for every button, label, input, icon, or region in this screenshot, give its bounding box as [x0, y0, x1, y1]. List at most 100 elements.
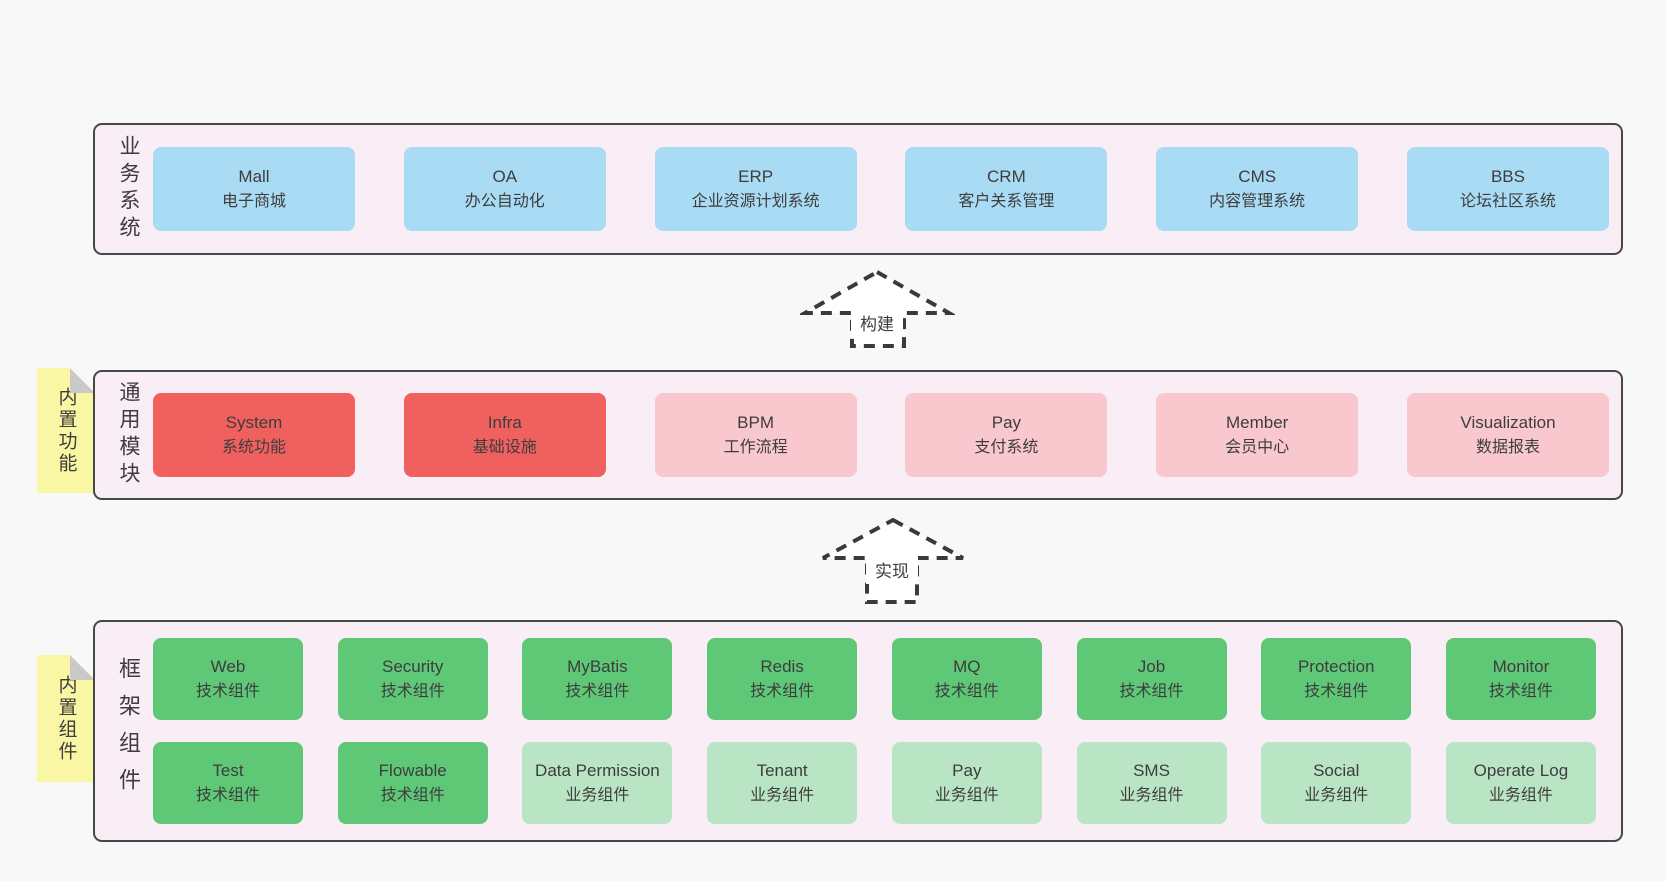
box-system-subtitle: 系统功能	[221, 438, 286, 456]
box-operate-log-title: Operate Log	[1473, 761, 1569, 781]
box-system-title: System	[225, 413, 283, 433]
box-redis: Redis 技术组件	[707, 638, 858, 720]
box-oa-subtitle: 办公自动化	[464, 192, 545, 210]
box-social-subtitle: 业务组件	[1304, 786, 1369, 804]
box-oa-title: OA	[492, 167, 518, 187]
box-security-title: Security	[381, 657, 444, 677]
box-protection-subtitle: 技术组件	[1304, 682, 1369, 700]
box-protection-title: Protection	[1297, 657, 1375, 677]
box-tenant: Tenant 业务组件	[707, 742, 858, 824]
box-member-title: Member	[1226, 413, 1289, 433]
note-fold-icon	[70, 655, 95, 680]
box-pay-module: Pay 支付系统	[905, 393, 1108, 477]
box-bpm-title: BPM	[737, 413, 775, 433]
framework-components-panel: 框架组件 Web 技术组件 Security 技术组件 MyBatis 技术组件…	[93, 620, 1623, 842]
build-up-arrow-icon	[797, 264, 957, 350]
builtin-functions-note: 内置功能	[37, 368, 95, 493]
box-mq-subtitle: 技术组件	[934, 682, 999, 700]
box-web-title: Web	[210, 657, 246, 677]
note-fold-icon	[70, 368, 95, 393]
box-pay-component: Pay 业务组件	[891, 742, 1042, 824]
box-infra-subtitle: 基础设施	[472, 438, 537, 456]
box-test-subtitle: 技术组件	[195, 786, 260, 804]
box-bbs: BBS 论坛社区系统	[1406, 147, 1609, 231]
box-redis-subtitle: 技术组件	[750, 682, 815, 700]
box-monitor-subtitle: 技术组件	[1488, 682, 1553, 700]
box-infra: Infra 基础设施	[403, 393, 606, 477]
framework-components-grid: Web 技术组件 Security 技术组件 MyBatis 技术组件 Redi…	[153, 638, 1596, 824]
box-erp-subtitle: 企业资源计划系统	[691, 192, 820, 210]
box-job: Job 技术组件	[1076, 638, 1227, 720]
build-arrow-label: 构建	[851, 308, 903, 337]
box-system: System 系统功能	[153, 393, 355, 477]
box-bbs-subtitle: 论坛社区系统	[1459, 192, 1556, 210]
box-protection: Protection 技术组件	[1261, 638, 1412, 720]
box-data-permission-title: Data Permission	[535, 761, 660, 781]
common-modules-panel: 通用模块 System 系统功能 Infra 基础设施 BPM 工作流程 Pay…	[93, 370, 1623, 500]
box-bpm: BPM 工作流程	[654, 393, 857, 477]
box-erp: ERP 企业资源计划系统	[654, 147, 857, 231]
builtin-functions-note-label: 内置功能	[55, 386, 77, 475]
box-mall: Mall 电子商城	[153, 147, 355, 231]
box-flowable-title: Flowable	[378, 761, 447, 781]
box-flowable-subtitle: 技术组件	[380, 786, 445, 804]
framework-row-2: Test 技术组件 Flowable 技术组件 Data Permission …	[153, 742, 1596, 824]
box-job-title: Job	[1137, 657, 1166, 677]
box-bbs-title: BBS	[1490, 167, 1525, 187]
box-tenant-subtitle: 业务组件	[750, 786, 815, 804]
box-visualization: Visualization 数据报表	[1406, 393, 1609, 477]
box-cms: CMS 内容管理系统	[1156, 147, 1359, 231]
box-mybatis-subtitle: 技术组件	[565, 682, 630, 700]
box-mall-title: Mall	[238, 167, 270, 187]
box-crm-title: CRM	[987, 167, 1026, 187]
business-systems-panel: 业务系统 Mall 电子商城 OA 办公自动化 ERP 企业资源计划系统 CRM…	[93, 123, 1623, 255]
box-redis-title: Redis	[760, 657, 804, 677]
box-erp-title: ERP	[738, 167, 774, 187]
box-oa: OA 办公自动化	[403, 147, 606, 231]
box-social-title: Social	[1313, 761, 1360, 781]
box-sms-title: SMS	[1133, 761, 1170, 781]
box-tenant-title: Tenant	[756, 761, 808, 781]
box-operate-log: Operate Log 业务组件	[1445, 742, 1596, 824]
box-mybatis: MyBatis 技术组件	[522, 638, 673, 720]
box-member: Member 会员中心	[1156, 393, 1359, 477]
box-infra-title: Infra	[487, 413, 522, 433]
box-security-subtitle: 技术组件	[380, 682, 445, 700]
box-job-subtitle: 技术组件	[1119, 682, 1184, 700]
business-systems-panel-label: 业务系统	[117, 135, 140, 243]
framework-components-panel-label: 框架组件	[116, 657, 141, 805]
box-mybatis-title: MyBatis	[567, 657, 628, 677]
common-modules-panel-label: 通用模块	[117, 381, 140, 489]
box-mq: MQ 技术组件	[891, 638, 1042, 720]
builtin-components-note: 内置组件	[37, 655, 95, 782]
box-pay-component-title: Pay	[952, 761, 982, 781]
box-cms-title: CMS	[1238, 167, 1277, 187]
box-bpm-subtitle: 工作流程	[723, 438, 788, 456]
implement-arrow-label: 实现	[866, 555, 918, 584]
box-member-subtitle: 会员中心	[1225, 438, 1290, 456]
box-web-subtitle: 技术组件	[195, 682, 260, 700]
business-systems-box-row: Mall 电子商城 OA 办公自动化 ERP 企业资源计划系统 CRM 客户关系…	[153, 125, 1609, 253]
box-monitor-title: Monitor	[1492, 657, 1550, 677]
box-pay-module-subtitle: 支付系统	[974, 438, 1039, 456]
box-sms: SMS 业务组件	[1076, 742, 1227, 824]
box-flowable: Flowable 技术组件	[337, 742, 488, 824]
box-web: Web 技术组件	[153, 638, 303, 720]
box-test: Test 技术组件	[153, 742, 303, 824]
framework-row-1: Web 技术组件 Security 技术组件 MyBatis 技术组件 Redi…	[153, 638, 1596, 720]
box-visualization-subtitle: 数据报表	[1475, 438, 1540, 456]
box-sms-subtitle: 业务组件	[1119, 786, 1184, 804]
box-operate-log-subtitle: 业务组件	[1488, 786, 1553, 804]
box-visualization-title: Visualization	[1460, 413, 1556, 433]
box-cms-subtitle: 内容管理系统	[1209, 192, 1306, 210]
box-security: Security 技术组件	[337, 638, 488, 720]
box-crm-subtitle: 客户关系管理	[958, 192, 1055, 210]
box-social: Social 业务组件	[1261, 742, 1412, 824]
box-monitor: Monitor 技术组件	[1445, 638, 1596, 720]
box-data-permission: Data Permission 业务组件	[522, 742, 673, 824]
box-pay-module-title: Pay	[991, 413, 1022, 433]
box-data-permission-subtitle: 业务组件	[565, 786, 630, 804]
box-crm: CRM 客户关系管理	[905, 147, 1108, 231]
common-modules-box-row: System 系统功能 Infra 基础设施 BPM 工作流程 Pay 支付系统…	[153, 372, 1609, 498]
box-test-title: Test	[212, 761, 244, 781]
